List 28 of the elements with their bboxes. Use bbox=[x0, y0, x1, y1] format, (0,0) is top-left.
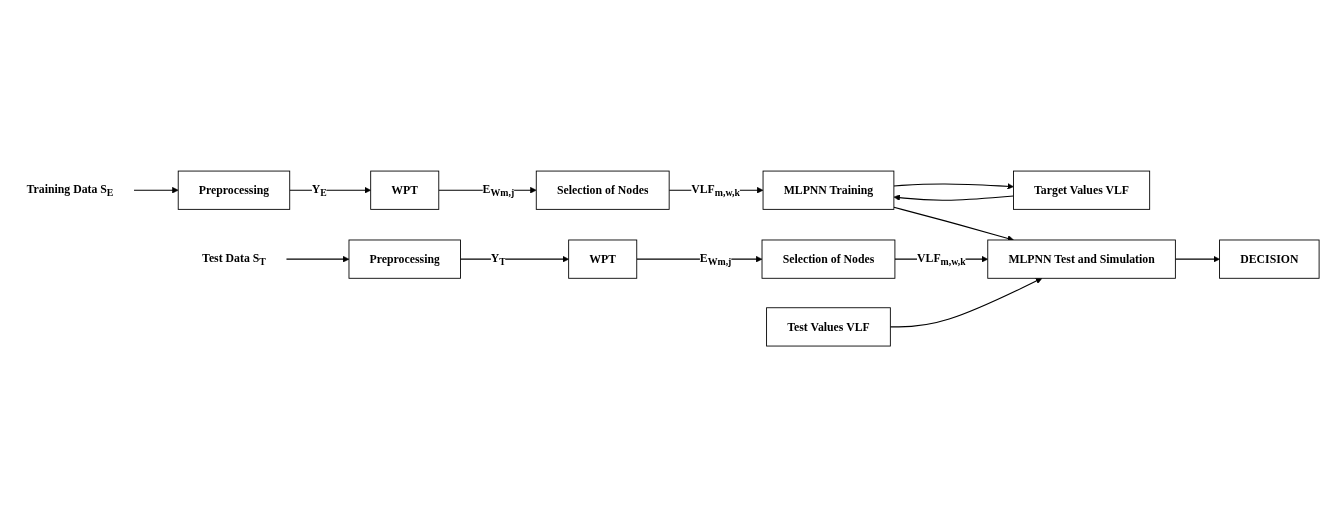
arrow bbox=[893, 206, 1014, 242]
arrow bbox=[459, 255, 569, 263]
node-box: WPT bbox=[568, 239, 638, 279]
node-box: MLPNN Training bbox=[762, 170, 895, 210]
arrow bbox=[893, 183, 1014, 190]
node-box: DECISION bbox=[1219, 239, 1320, 279]
node-box: Preprocessing bbox=[177, 170, 291, 210]
node-box: Selection of Nodes bbox=[535, 170, 670, 210]
edge-label: E$_{Wm,j}$ bbox=[482, 182, 515, 199]
node-box: MLPNN Test and Simulation bbox=[987, 239, 1176, 279]
node-box: Preprocessing bbox=[348, 239, 461, 279]
arrow bbox=[285, 255, 350, 263]
arrow bbox=[889, 277, 1043, 328]
arrow bbox=[1174, 255, 1220, 263]
node-box: Test Values VLF bbox=[766, 307, 891, 347]
arrow bbox=[289, 187, 371, 194]
node-text: Training Data S$_{E}$ bbox=[26, 182, 114, 199]
edge-label: Y$_{T}$ bbox=[490, 251, 506, 267]
node-box: Selection of Nodes bbox=[761, 239, 896, 279]
node-text: Test Data S$_{T}$ bbox=[202, 251, 266, 267]
edge-label: VLF$_{m,w,k}$ bbox=[691, 182, 740, 199]
node-box: Target Values VLF bbox=[1013, 170, 1151, 210]
edge-label: Y$_{E}$ bbox=[311, 182, 327, 199]
edge-label: E$_{Wm,j}$ bbox=[699, 251, 732, 267]
arrow bbox=[133, 187, 179, 194]
arrow bbox=[893, 194, 1014, 201]
node-box: WPT bbox=[370, 170, 440, 210]
edge-label: VLF$_{m,w,k}$ bbox=[917, 251, 966, 267]
